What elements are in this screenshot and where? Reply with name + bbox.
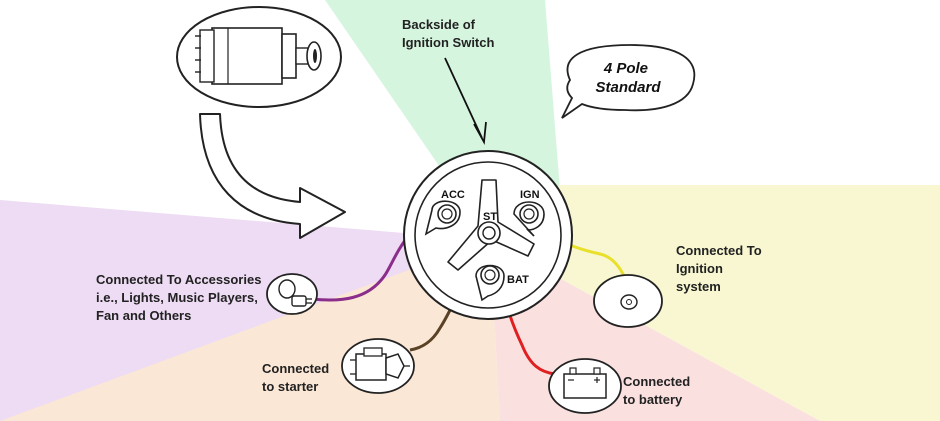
label-battery: Connected to battery (623, 374, 694, 407)
label-ignition: Connected To Ignition system (676, 243, 765, 294)
terminal-label-st: ST (483, 211, 497, 223)
four-pole-callout (561, 44, 696, 119)
starter-motor-icon (341, 338, 415, 394)
battery-icon (548, 358, 622, 414)
terminal-label-acc: ACC (441, 189, 465, 201)
switch-side-view (176, 6, 342, 108)
ignition-switch-face (403, 150, 573, 320)
terminal-label-ign: IGN (520, 189, 540, 201)
terminal-label-bat: BAT (507, 274, 529, 286)
purple-sector (0, 200, 490, 421)
curved-arrow-icon (199, 113, 346, 239)
ignition-coil-icon (593, 274, 663, 328)
backside-pointer-arrow (444, 57, 487, 145)
yellow-sector (490, 185, 940, 421)
headlight-icon (266, 273, 318, 315)
label-four-pole: 4 Pole Standard (595, 60, 661, 96)
label-starter: Connected to starter (262, 361, 333, 394)
label-backside: Backside of Ignition Switch (402, 17, 494, 50)
label-accessories: Connected To Accessories i.e., Lights, M… (96, 272, 265, 323)
